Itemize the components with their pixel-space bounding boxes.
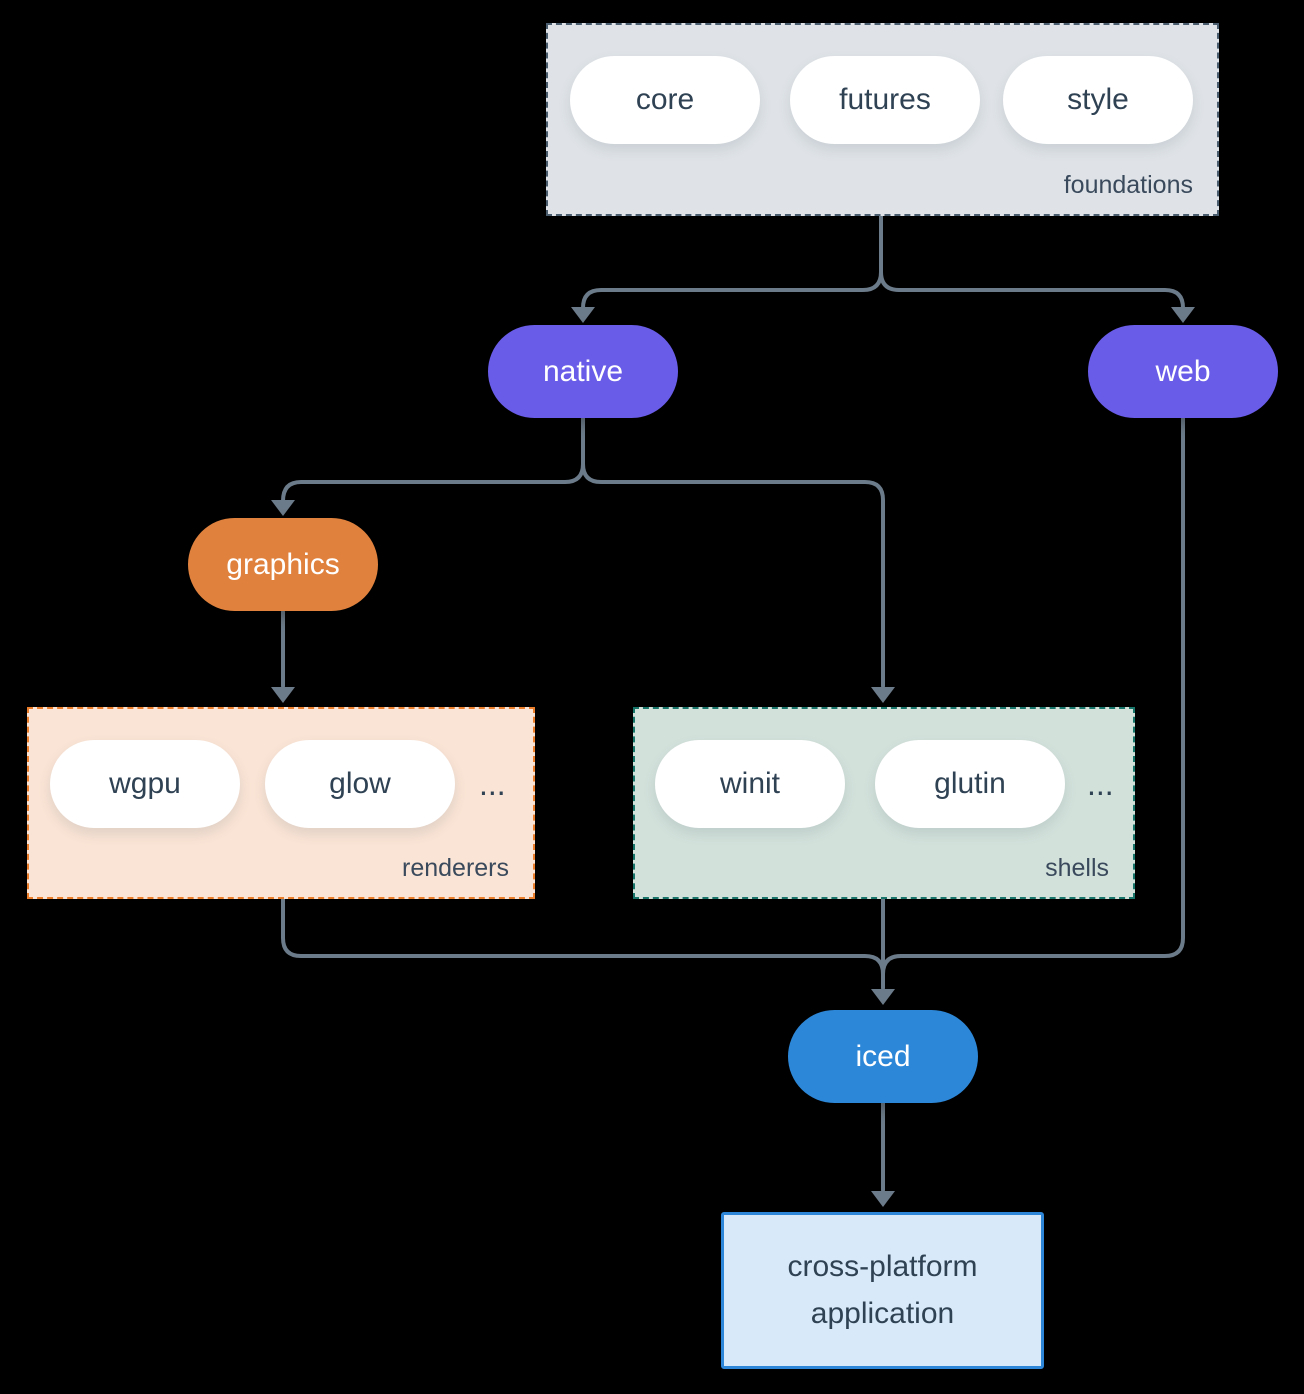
shells-ellipsis: ... <box>1087 765 1114 802</box>
edge-foundations-to-native <box>581 270 883 310</box>
node-winit: winit <box>655 740 845 828</box>
node-cross-platform-application-label: cross-platform application <box>787 1250 978 1330</box>
node-glutin: glutin <box>875 740 1065 828</box>
node-winit-label: winit <box>719 767 780 800</box>
node-graphics-label: graphics <box>226 547 340 581</box>
edge-native-to-shells <box>581 462 885 688</box>
arrowhead-application <box>871 1191 895 1207</box>
node-futures: futures <box>790 56 980 144</box>
node-wgpu-label: wgpu <box>109 767 181 800</box>
node-style-label: style <box>1067 83 1129 116</box>
arrowhead-web <box>1171 307 1195 323</box>
renderers-ellipsis: ... <box>479 765 506 802</box>
node-style: style <box>1003 56 1193 144</box>
edge-foundations-to-web <box>879 270 1185 310</box>
node-wgpu: wgpu <box>50 740 240 828</box>
node-graphics: graphics <box>188 518 378 611</box>
edge-native-to-graphics <box>281 462 585 503</box>
node-native: native <box>488 325 678 418</box>
renderers-group-label: renderers <box>402 854 509 882</box>
shells-group-box: winit glutin ... shells <box>633 707 1135 899</box>
edge-renderers-to-merge <box>281 897 885 976</box>
arrowhead-renderers <box>271 687 295 703</box>
node-native-label: native <box>542 354 624 388</box>
node-iced: iced <box>788 1010 978 1103</box>
arrowhead-native <box>571 307 595 323</box>
node-web: web <box>1088 325 1278 418</box>
renderers-group-box: wgpu glow ... renderers <box>27 707 535 899</box>
node-web-label: web <box>1155 354 1211 388</box>
node-core: core <box>570 56 760 144</box>
arrowhead-iced <box>871 989 895 1005</box>
shells-group-label: shells <box>1045 854 1109 882</box>
arrowhead-shells <box>871 687 895 703</box>
node-cross-platform-application: cross-platform application <box>721 1212 1044 1369</box>
node-core-label: core <box>635 83 695 116</box>
node-futures-label: futures <box>839 83 931 116</box>
node-glow-label: glow <box>329 767 391 800</box>
node-iced-label: iced <box>855 1039 911 1073</box>
foundations-group-label: foundations <box>1063 171 1193 199</box>
foundations-group-box: core futures style foundations <box>546 23 1219 216</box>
node-glutin-label: glutin <box>934 767 1006 800</box>
node-glow: glow <box>265 740 455 828</box>
arrowhead-graphics <box>271 500 295 516</box>
